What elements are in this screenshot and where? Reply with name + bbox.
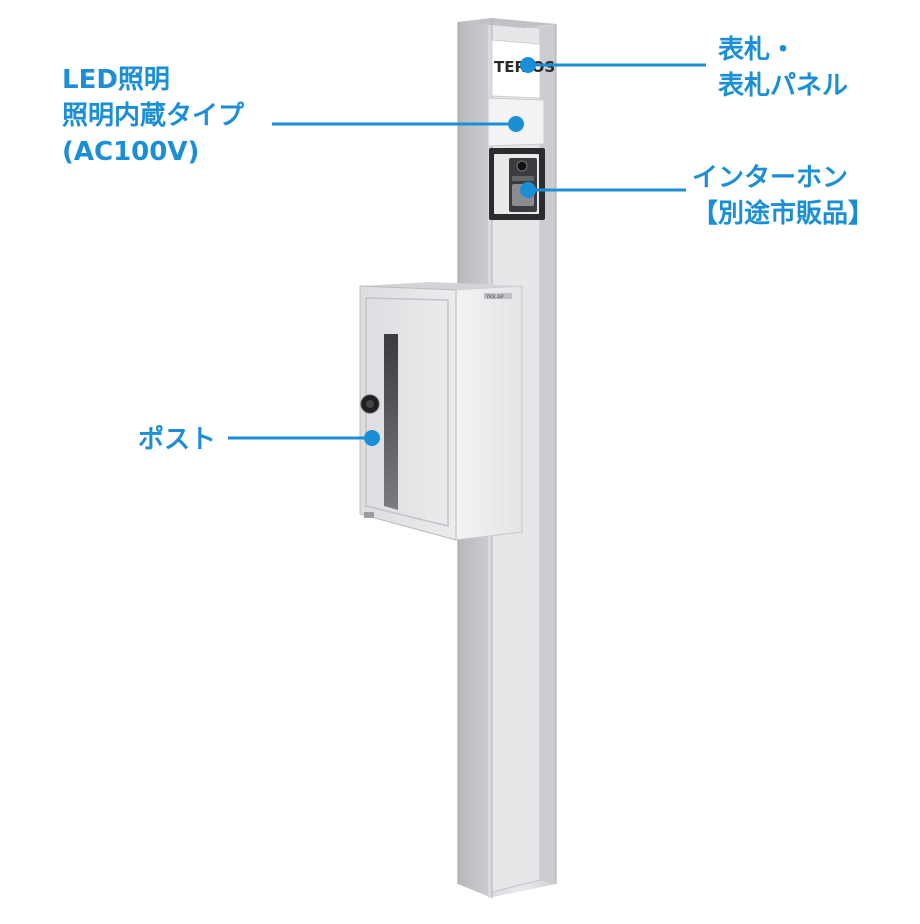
dot-marker [520,57,536,73]
intercom-label-line-2: 【別途市販品】 [692,199,875,229]
callout-lines [228,57,706,446]
dial-lock-center [366,400,374,408]
led-label-line-3: (AC100V) [62,137,200,167]
mailbox-window [384,334,398,510]
post-label-line-1: ポスト [138,425,217,455]
mailbox-badge: YKK AP [485,295,504,301]
dot-marker [508,116,524,132]
intercom-label-strip [512,176,534,181]
intercom-label-line-1: インターホン [692,163,849,193]
mailbox: YKK AP [359,282,523,541]
mailbox-side-face [451,285,523,541]
mailbox-top [360,282,522,290]
nameplate-label-line-2: 表札パネル [718,71,849,101]
led-callout-label: LED照明 照明内蔵タイプ (AC100V) [62,62,244,170]
post-callout-label: ポスト [138,422,216,458]
intercom-callout-label: インターホン 【別途市販品】 [692,160,874,232]
dot-marker [520,182,536,198]
led-label-line-1: LED照明 [62,65,170,95]
nameplate-callout-label: 表札・ 表札パネル [718,32,848,104]
nameplate: TERIOS [491,39,555,99]
pillar-top-cap [458,18,556,28]
dot-marker [364,430,380,446]
nameplate-panel [491,39,541,99]
intercom [489,148,545,220]
mailbox-door [359,285,457,541]
led-label-line-2: 照明内蔵タイプ [62,101,245,131]
camera-lens-icon [516,160,528,172]
mailbox-foot [364,512,374,518]
nameplate-label-line-1: 表札・ [718,35,797,65]
pillar-right-flange [540,24,556,884]
mailbox-badge-plate [484,293,512,299]
